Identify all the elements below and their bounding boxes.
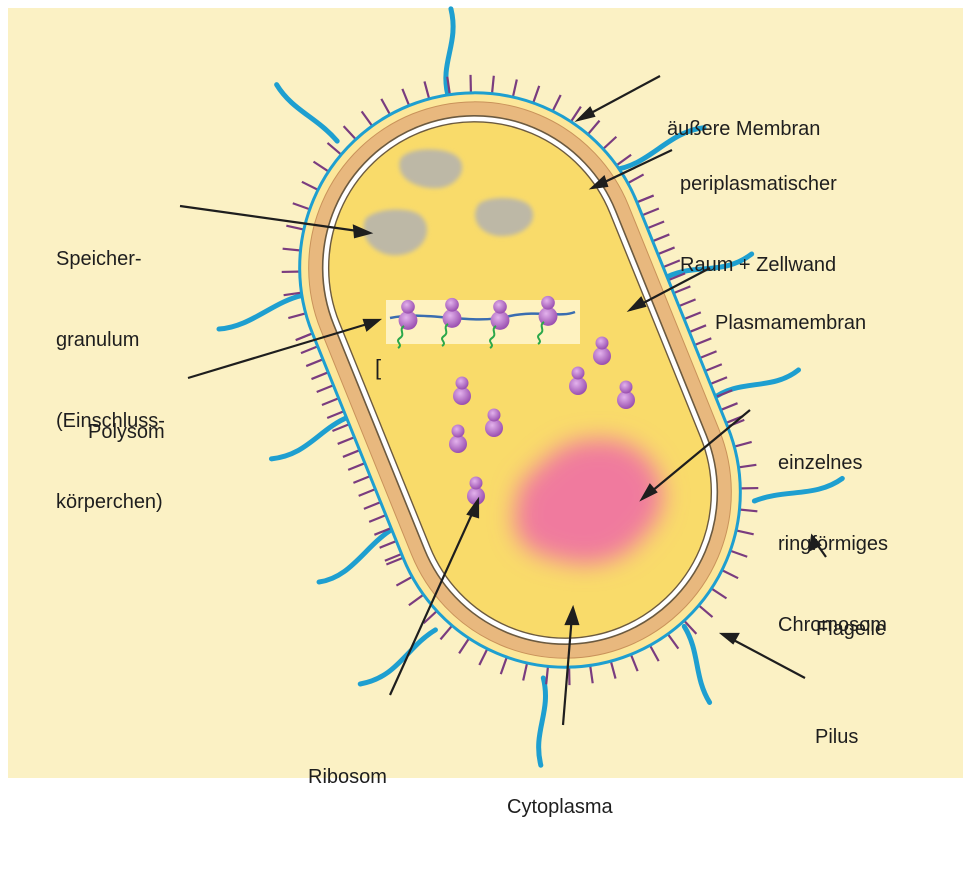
bacterial-cell-diagram: äußere Membran periplasmatischer Raum + …: [0, 0, 970, 783]
label-cytoplasm: Cytoplasma: [507, 740, 613, 875]
label-ribosome: Ribosom: [308, 710, 387, 845]
label-polysome: Polysom: [88, 365, 165, 500]
label-pilus: Pilus: [815, 670, 858, 805]
label-polysome-bracket: [: [375, 300, 399, 435]
label-plasma-membrane: Plasmamembran: [715, 256, 866, 391]
